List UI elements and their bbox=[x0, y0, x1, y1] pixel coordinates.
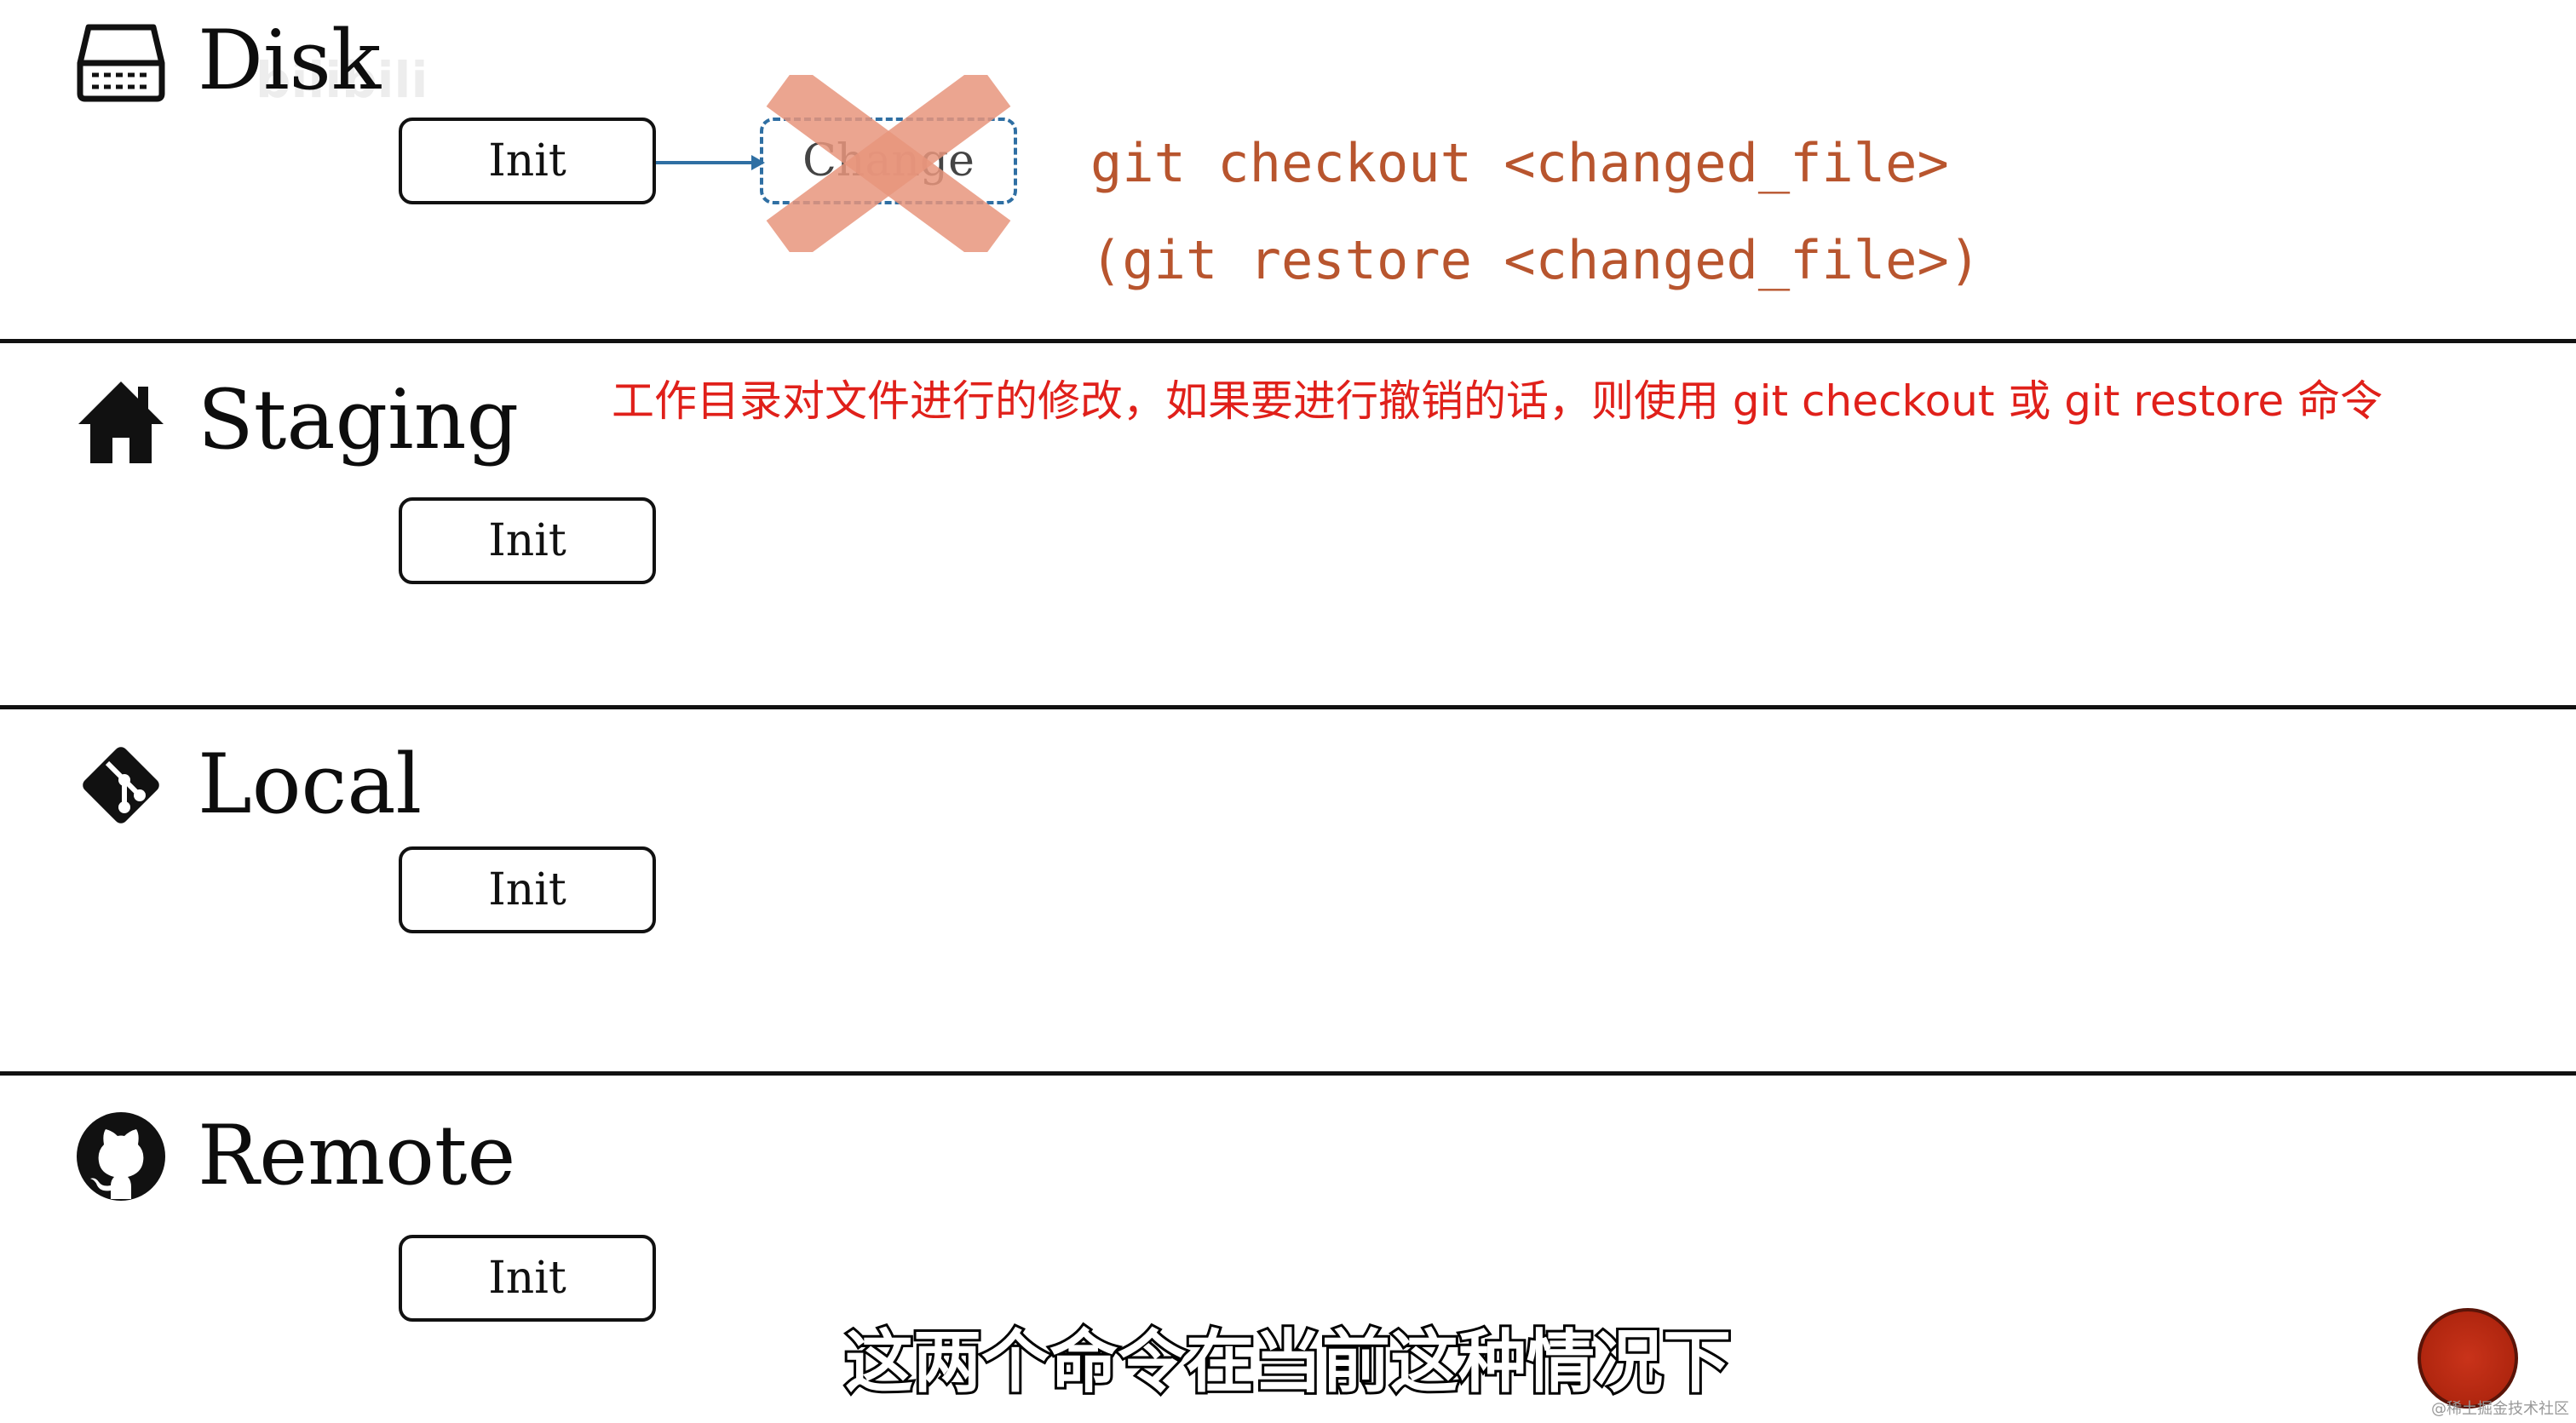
git-icon bbox=[73, 737, 169, 833]
section-title-local: Local bbox=[198, 737, 423, 832]
disk-init-box: Init bbox=[399, 118, 656, 204]
section-divider bbox=[0, 705, 2576, 709]
credit-watermark: @稀土掘金技术社区 bbox=[2431, 1400, 2569, 1418]
arrow-icon bbox=[656, 155, 765, 170]
section-divider bbox=[0, 1071, 2576, 1076]
video-subtitle: 这两个命令在当前这种情况下 bbox=[842, 1320, 1734, 1404]
section-divider bbox=[0, 339, 2576, 343]
command-git-checkout: git checkout <changed_file> bbox=[1090, 132, 1949, 194]
avatar[interactable] bbox=[2418, 1308, 2518, 1409]
github-icon bbox=[73, 1109, 169, 1204]
explanation-note: 工作目录对文件进行的修改，如果要进行撤销的话，则使用 git checkout … bbox=[612, 376, 2383, 426]
section-title-disk: Disk bbox=[198, 13, 382, 108]
change-box: Change bbox=[760, 118, 1017, 204]
remote-init-box: Init bbox=[399, 1235, 656, 1322]
local-init-box: Init bbox=[399, 846, 656, 933]
home-icon bbox=[73, 375, 169, 470]
command-git-restore: (git restore <changed_file>) bbox=[1090, 229, 1981, 291]
bilibili-watermark: bilibili bbox=[256, 51, 428, 109]
hard-drive-icon bbox=[73, 15, 169, 111]
section-title-staging: Staging bbox=[198, 372, 520, 468]
section-title-remote: Remote bbox=[198, 1108, 516, 1203]
change-box-crossed: Change bbox=[756, 75, 1021, 252]
staging-init-box: Init bbox=[399, 497, 656, 584]
